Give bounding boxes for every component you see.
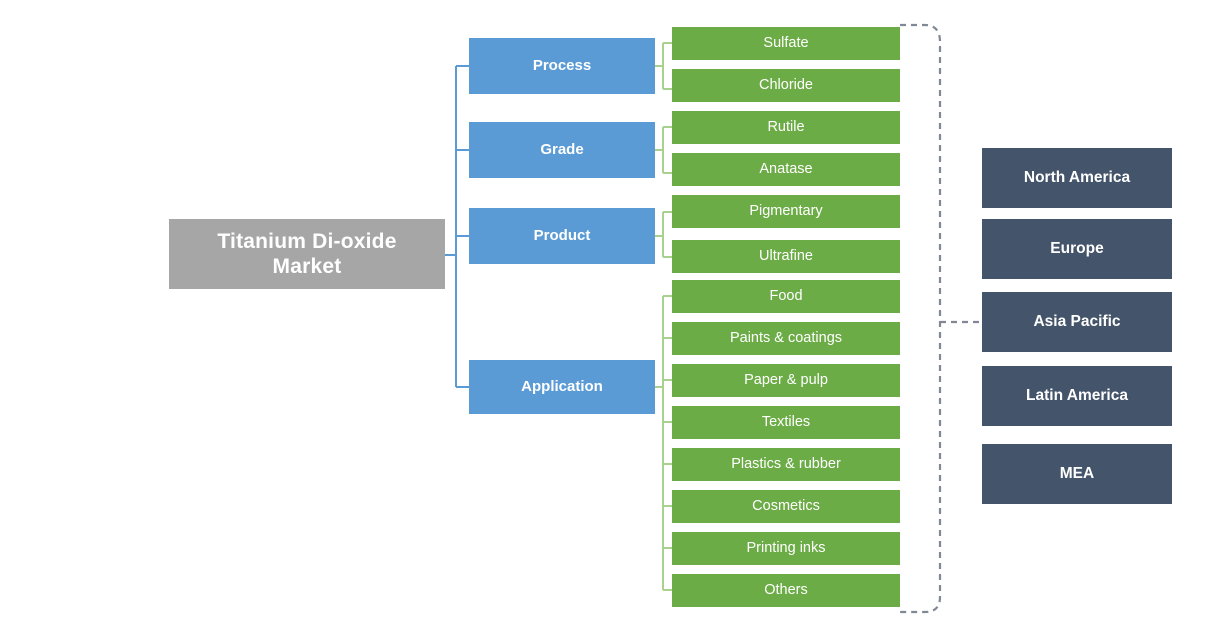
leaf-label: Printing inks	[746, 539, 826, 556]
leaf-node-anatase[interactable]: Anatase	[672, 153, 900, 186]
category-node-product[interactable]: Product	[469, 208, 655, 264]
leaf-node-paper-and-pulp[interactable]: Paper & pulp	[672, 364, 900, 397]
category-node-process[interactable]: Process	[469, 38, 655, 94]
region-node-europe[interactable]: Europe	[982, 219, 1172, 279]
region-dashed-bracket	[900, 23, 942, 614]
region-node-north-america[interactable]: North America	[982, 148, 1172, 208]
leaf-node-pigmentary[interactable]: Pigmentary	[672, 195, 900, 228]
region-label: MEA	[1059, 464, 1095, 482]
leaf-label: Chloride	[759, 76, 813, 93]
leaf-node-ultrafine[interactable]: Ultrafine	[672, 240, 900, 273]
root-label: Titanium Di-oxide Market	[217, 229, 397, 278]
category-label: Product	[533, 227, 591, 244]
leaf-node-food[interactable]: Food	[672, 280, 900, 313]
leaf-node-textiles[interactable]: Textiles	[672, 406, 900, 439]
region-node-latin-america[interactable]: Latin America	[982, 366, 1172, 426]
leaf-label: Food	[769, 287, 803, 304]
leaf-label: Anatase	[759, 160, 813, 177]
leaf-node-sulfate[interactable]: Sulfate	[672, 27, 900, 60]
leaf-node-paints-and-coatings[interactable]: Paints & coatings	[672, 322, 900, 355]
category-label: Grade	[540, 141, 584, 158]
leaf-label: Rutile	[767, 118, 805, 135]
leaf-label: Textiles	[761, 413, 811, 430]
leaf-node-plastics-and-rubber[interactable]: Plastics & rubber	[672, 448, 900, 481]
root-node[interactable]: Titanium Di-oxide Market	[169, 219, 445, 289]
category-node-grade[interactable]: Grade	[469, 122, 655, 178]
region-label: Europe	[1050, 239, 1104, 257]
category-node-application[interactable]: Application	[469, 360, 655, 414]
category-label: Process	[532, 57, 592, 74]
leaf-label: Plastics & rubber	[731, 455, 841, 472]
leaf-label: Ultrafine	[759, 247, 813, 264]
region-label: Asia Pacific	[1033, 312, 1121, 330]
leaf-node-cosmetics[interactable]: Cosmetics	[672, 490, 900, 523]
leaf-node-chloride[interactable]: Chloride	[672, 69, 900, 102]
leaf-node-printing-inks[interactable]: Printing inks	[672, 532, 900, 565]
leaf-label: Paper & pulp	[744, 371, 828, 388]
category-label: Application	[521, 378, 603, 395]
leaf-label: Sulfate	[763, 34, 809, 51]
leaf-node-rutile[interactable]: Rutile	[672, 111, 900, 144]
leaf-node-others[interactable]: Others	[672, 574, 900, 607]
region-label: North America	[1023, 168, 1131, 186]
leaf-label: Pigmentary	[749, 202, 823, 219]
leaf-label: Paints & coatings	[729, 329, 843, 346]
leaf-label: Cosmetics	[752, 497, 820, 514]
leaf-label: Others	[764, 581, 808, 598]
region-label: Latin America	[1026, 386, 1128, 404]
region-node-mea[interactable]: MEA	[982, 444, 1172, 504]
region-node-asia-pacific[interactable]: Asia Pacific	[982, 292, 1172, 352]
